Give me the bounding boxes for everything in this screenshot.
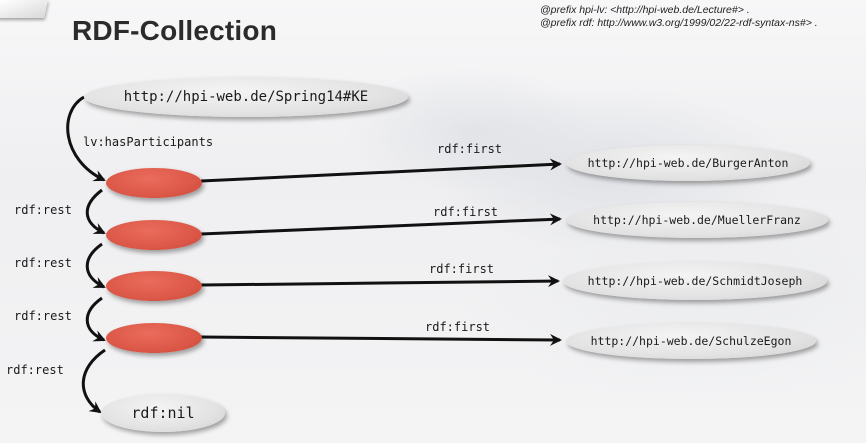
nil-label: rdf:nil xyxy=(131,404,195,422)
blank-node-1 xyxy=(106,168,202,198)
edge-rest-2 xyxy=(85,242,106,289)
member-node-burgeranton: http://hpi-web.de/BurgerAnton xyxy=(566,145,810,181)
subject-node: http://hpi-web.de/Spring14#KE xyxy=(84,77,408,117)
prefix-declarations: @prefix hpi-lv: <http://hpi-web.de/Lectu… xyxy=(540,4,818,30)
member-node-muellerfranz: http://hpi-web.de/MuellerFranz xyxy=(566,202,828,238)
prefix-line-rdf: @prefix rdf: http://www.w3.org/1999/02/2… xyxy=(540,17,818,29)
rest-label-4: rdf:rest xyxy=(6,363,64,377)
member-uri: http://hpi-web.de/BurgerAnton xyxy=(587,156,789,170)
edge-rest-1 xyxy=(85,188,106,235)
first-label-3: rdf:first xyxy=(429,262,495,276)
nil-node: rdf:nil xyxy=(101,394,225,432)
member-node-schulzeegon: http://hpi-web.de/SchulzeEgon xyxy=(566,323,816,359)
edge-first-3 xyxy=(200,275,560,288)
edge-first-2 xyxy=(200,213,562,236)
member-uri: http://hpi-web.de/MuellerFranz xyxy=(593,213,801,227)
subject-uri: http://hpi-web.de/Spring14#KE xyxy=(123,89,369,105)
blank-node-4 xyxy=(106,323,202,353)
slide-title: RDF-Collection xyxy=(72,15,278,46)
edge-first-1 xyxy=(200,158,562,183)
rest-label-3: rdf:rest xyxy=(14,309,72,323)
blank-node-3 xyxy=(106,271,202,301)
rest-label-1: rdf:rest xyxy=(14,203,72,217)
edge-has-participants xyxy=(66,95,106,182)
has-participants-label: lv:hasParticipants xyxy=(83,135,214,149)
member-uri: http://hpi-web.de/SchmidtJoseph xyxy=(587,274,803,288)
member-node-schmidtjoseph: http://hpi-web.de/SchmidtJoseph xyxy=(563,262,827,300)
blank-node-2 xyxy=(106,220,202,250)
prefix-line-hpi-lv: @prefix hpi-lv: <http://hpi-web.de/Lectu… xyxy=(540,4,750,16)
first-label-4: rdf:first xyxy=(425,320,491,334)
first-label-2: rdf:first xyxy=(433,205,499,219)
member-uri: http://hpi-web.de/SchulzeEgon xyxy=(590,334,792,348)
edge-first-4 xyxy=(200,333,562,346)
rest-label-2: rdf:rest xyxy=(14,256,72,270)
edge-rest-4 xyxy=(81,348,106,414)
first-label-1: rdf:first xyxy=(437,142,503,156)
edge-rest-3 xyxy=(85,296,106,342)
